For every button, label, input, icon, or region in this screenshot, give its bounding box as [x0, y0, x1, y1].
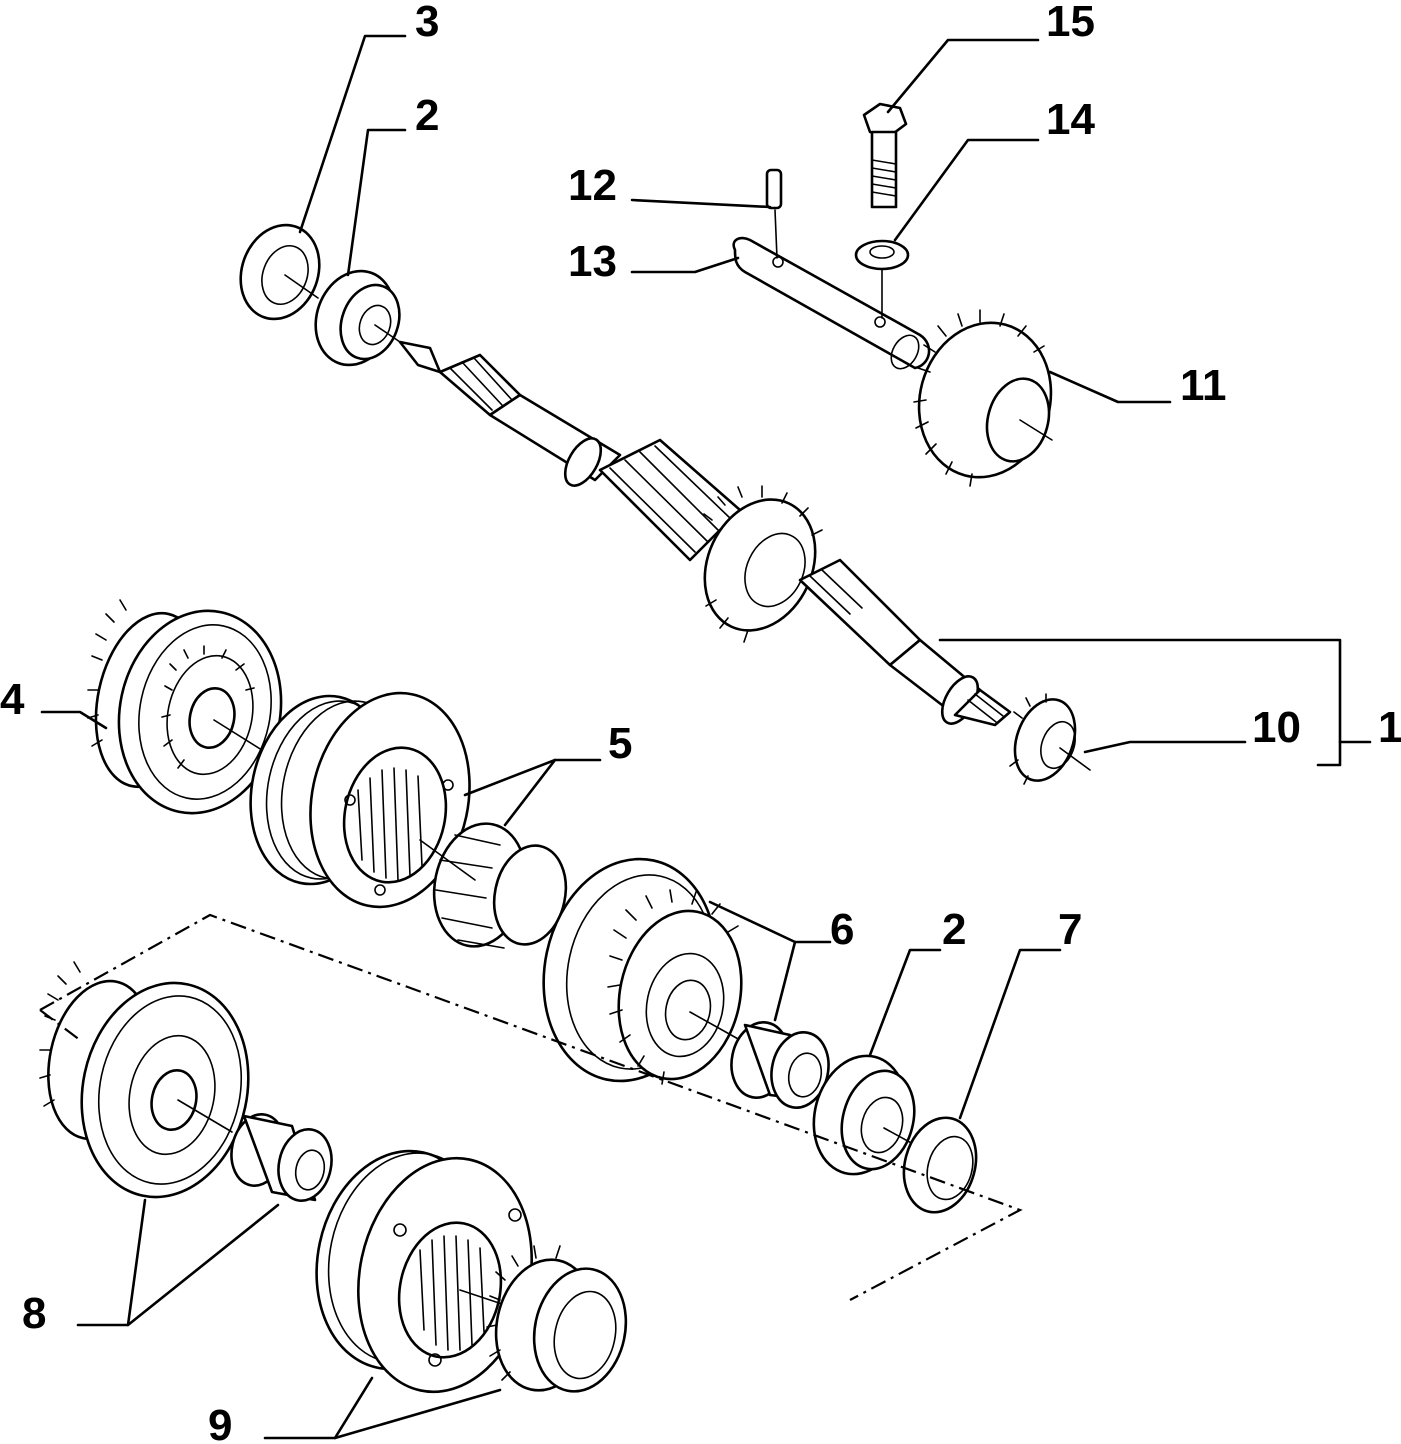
part-9-synchro-gear [315, 1149, 628, 1394]
callout-15: 15 [1046, 0, 1095, 46]
callout-5: 5 [608, 719, 632, 768]
callout-2-bottom: 2 [942, 905, 966, 954]
callout-10: 10 [1252, 703, 1301, 752]
leader-lines [40, 34, 1372, 1440]
part-11-gear [913, 309, 1053, 487]
callout-14: 14 [1046, 95, 1095, 144]
part-2-bearing-bottom [812, 1054, 916, 1176]
part-13-shift-rail [732, 236, 931, 370]
part-1-main-shaft [398, 340, 1012, 727]
callout-9: 9 [208, 1401, 232, 1444]
part-8-gear-bearing [39, 961, 333, 1202]
callout-7: 7 [1058, 905, 1082, 954]
part-2-bearing-top [314, 269, 401, 367]
part-4-gear-synchro [87, 599, 283, 815]
callout-8: 8 [22, 1289, 46, 1338]
part-5-synchro-assembly [249, 691, 568, 949]
callout-12: 12 [568, 161, 617, 210]
part-10-nut [1009, 693, 1091, 785]
part-12-pin [765, 168, 783, 259]
assembly-boundary-line [39, 913, 1023, 1301]
callout-13: 13 [568, 237, 617, 286]
callout-6: 6 [830, 905, 854, 954]
part-3-seal-ring [239, 223, 321, 321]
part-7-seal [902, 1116, 978, 1214]
callout-11: 11 [1180, 361, 1227, 410]
callout-3: 3 [415, 0, 439, 46]
part-14-washer [854, 239, 910, 319]
callout-2-top: 2 [415, 91, 439, 140]
part-6-gear-bearing [542, 857, 830, 1109]
callout-1: 1 [1378, 703, 1401, 752]
callout-4: 4 [0, 675, 25, 724]
part-15-bolt [862, 102, 908, 209]
assembly-boundary-tick [39, 1009, 81, 1041]
